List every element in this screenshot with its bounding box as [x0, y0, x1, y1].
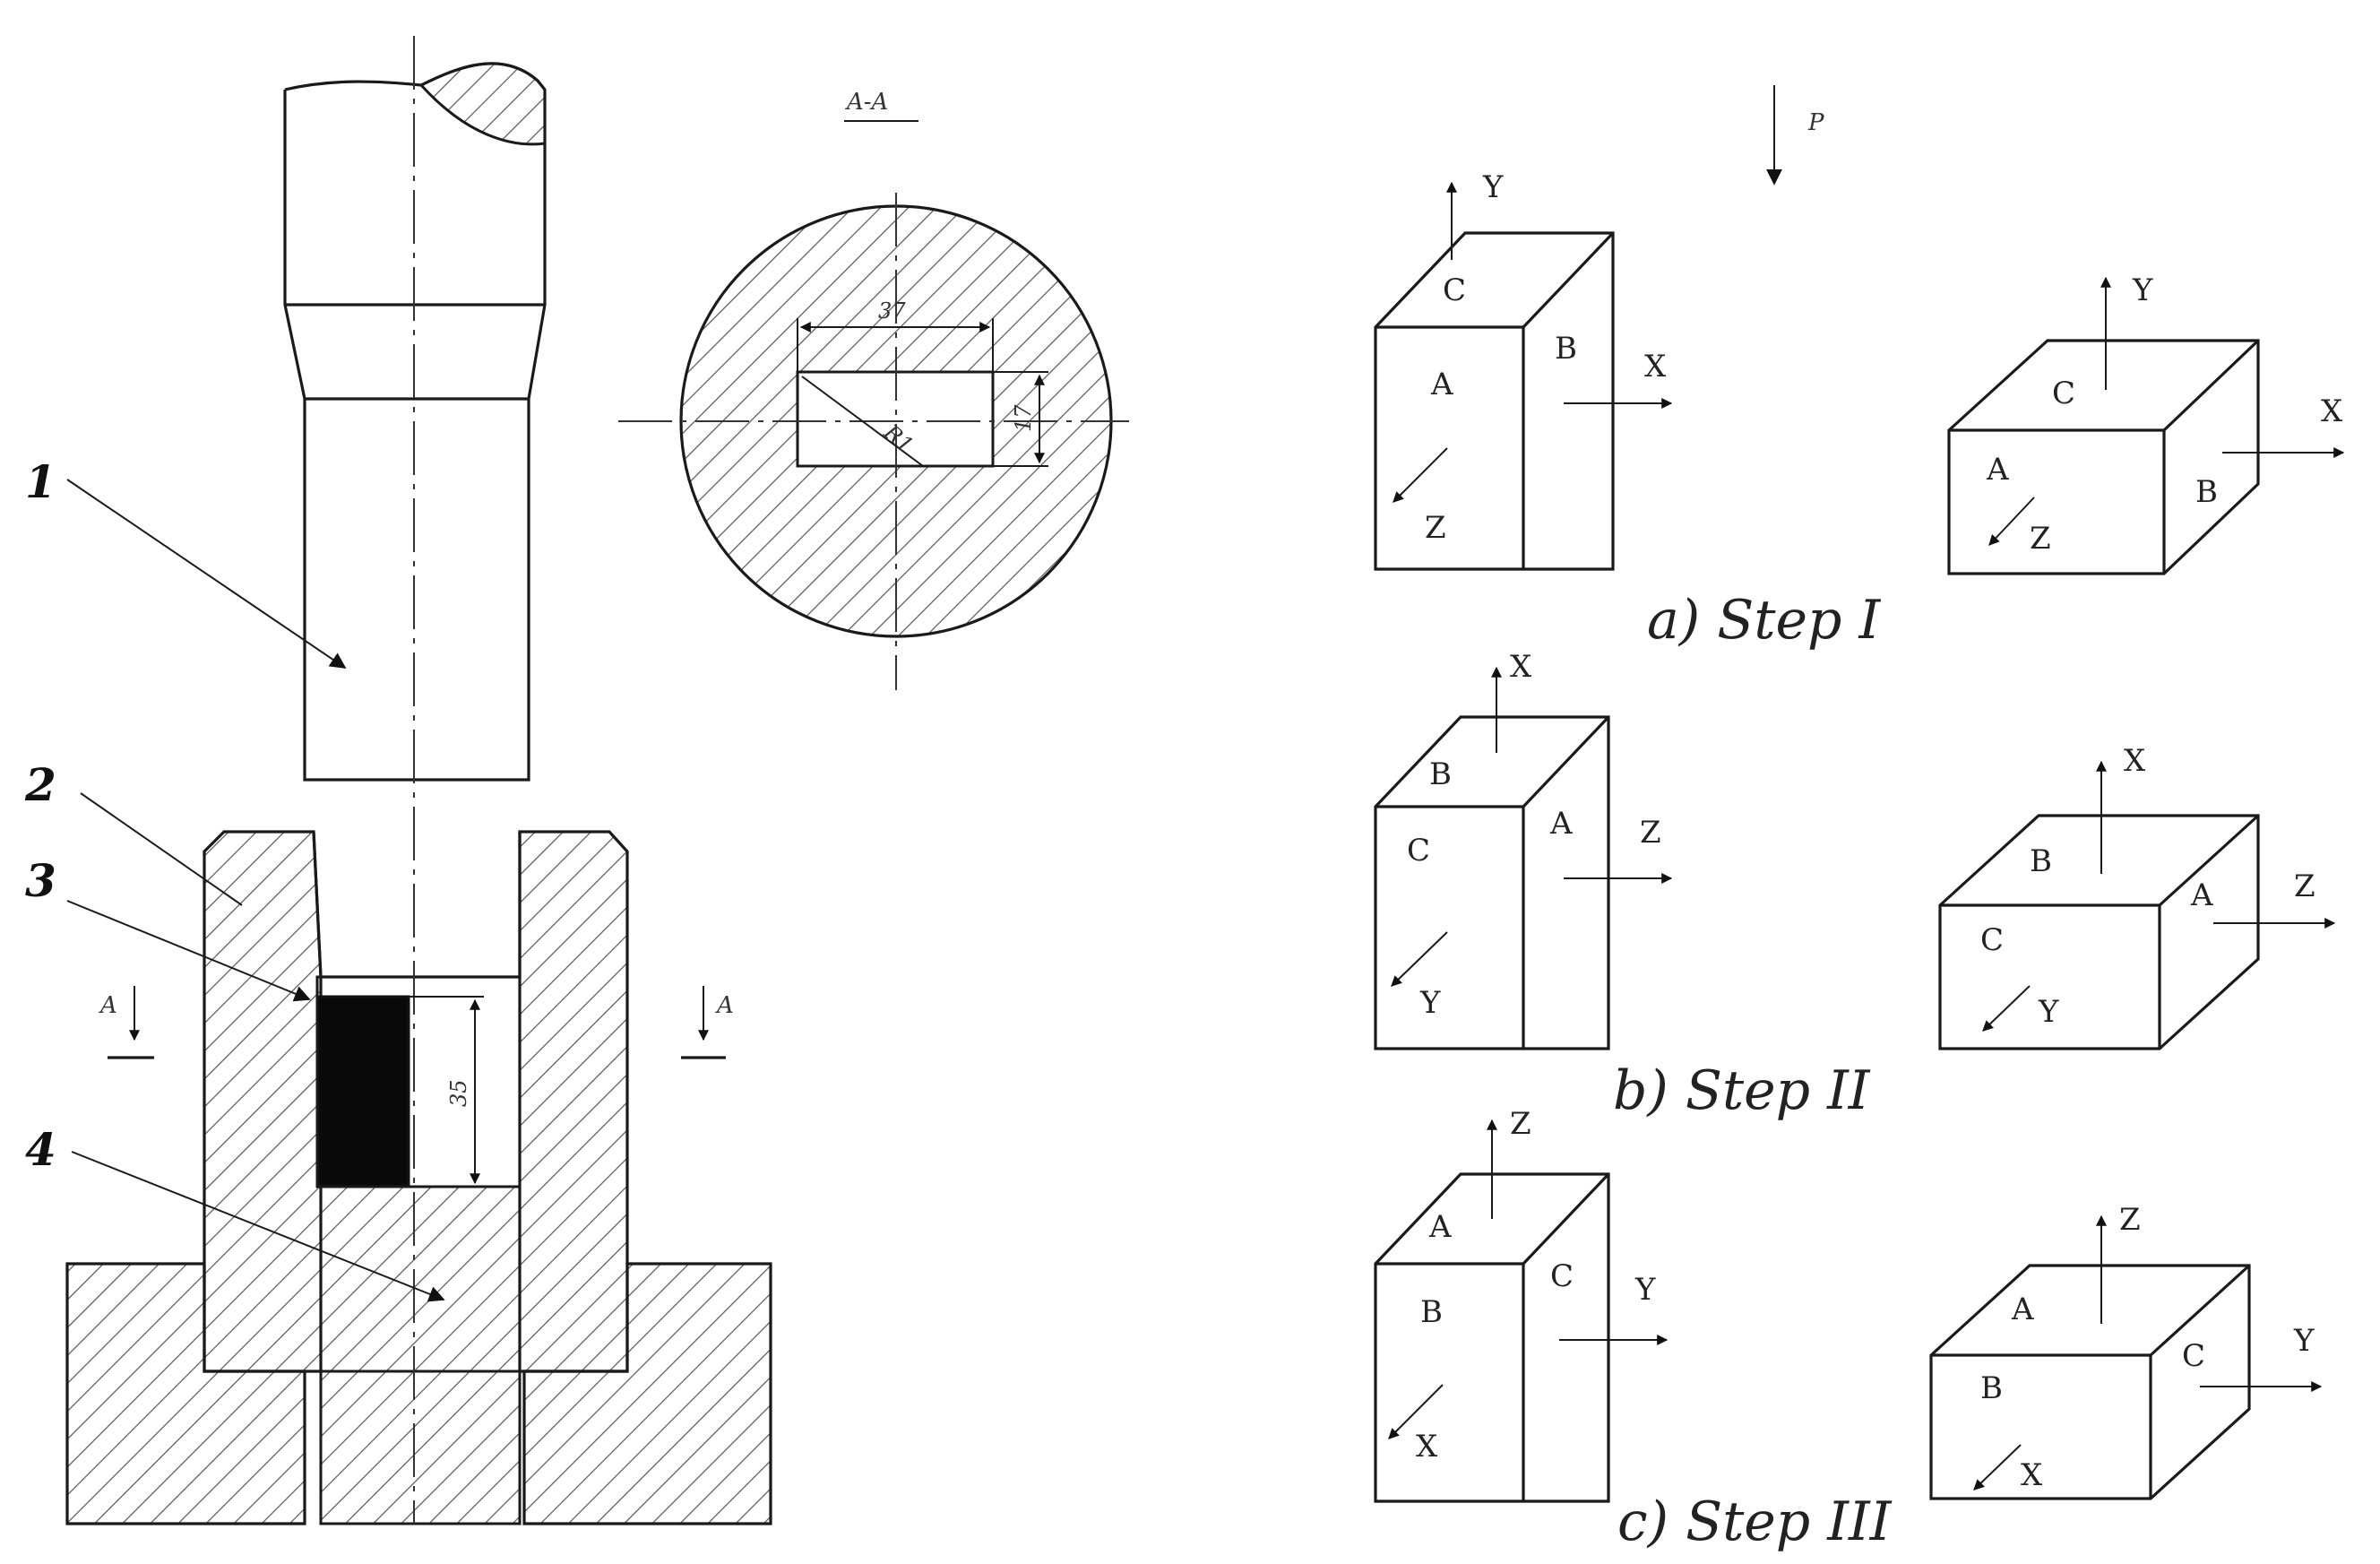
axis-label-depth: Z	[2030, 521, 2051, 557]
callout-1: 1	[25, 455, 56, 508]
face-label-top: B	[1429, 756, 1452, 792]
exit-channel	[319, 1370, 522, 1525]
axis-label-up: Z	[2119, 1202, 2141, 1238]
face-label-side: A	[2190, 877, 2213, 913]
section-label: A-A	[845, 89, 888, 116]
axis-label-up: X	[1510, 649, 1532, 685]
face-label-side: A	[1549, 806, 1573, 842]
axis-label-right: Z	[1640, 815, 1661, 851]
die-body-left-wall	[203, 830, 323, 1373]
section-view: A-A 37 17 R1	[618, 89, 1129, 690]
step-1: C A B Y X Z Y C A B X Z a) Step I	[1374, 169, 2345, 652]
billet	[315, 995, 410, 1188]
leader-4	[71, 1151, 445, 1302]
leader-2	[80, 792, 243, 906]
face-label-side: C	[1550, 1258, 1574, 1294]
block-before: Z A B C Y X	[1374, 1106, 1669, 1503]
axis-label-depth: X	[2021, 1457, 2043, 1493]
block-after: X B C A Z Y	[1938, 743, 2336, 1050]
dimension-label: 37	[878, 298, 906, 324]
step-2: X B C A Z Y X B C A Z Y b) Step II	[1374, 649, 2336, 1122]
block-before: C A B Y X Z	[1374, 169, 1673, 571]
block-after: Z A B C Y X	[1929, 1202, 2323, 1500]
die-channel	[312, 831, 522, 979]
leader-3	[66, 900, 311, 1002]
leader-1	[66, 479, 347, 670]
punch-body	[283, 90, 547, 782]
punch-break-hatch	[418, 62, 547, 146]
die-assembly-drawing: A A 35 1 2 3 4	[24, 36, 772, 1525]
axis-label-up: Z	[1510, 1106, 1531, 1142]
axis-label-right: X	[1644, 349, 1667, 385]
axis-label-right: Y	[2293, 1323, 2315, 1359]
axis-label-right: X	[2321, 393, 2343, 429]
face-label-top: B	[2030, 843, 2052, 879]
face-label-front: C	[1407, 833, 1430, 868]
face-label-top: C	[1443, 272, 1466, 308]
block-before: X B C A Z Y	[1374, 649, 1673, 1050]
callout-2: 2	[24, 758, 56, 811]
block-after: Y C A B X Z	[1947, 272, 2345, 575]
dimension-35: 35	[409, 996, 484, 1188]
callout-3: 3	[25, 854, 56, 907]
face-label-front: B	[1980, 1370, 2003, 1406]
axis-label-right: Z	[2294, 868, 2315, 904]
load-arrow: P	[1766, 85, 1824, 186]
axis-label-up: X	[2124, 743, 2146, 779]
step-caption: b) Step II	[1613, 1059, 1871, 1122]
face-label-front: C	[1980, 922, 2004, 958]
face-label-side: B	[1555, 331, 1577, 367]
axis-label-depth: X	[1416, 1429, 1438, 1465]
counter-punch	[319, 1185, 522, 1373]
axis-label-depth: Y	[1419, 985, 1441, 1021]
callout-4: 4	[25, 1123, 56, 1176]
section-mark-left: A	[99, 986, 154, 1059]
axis-label-up: Y	[1482, 169, 1504, 205]
axis-label-right: Y	[1634, 1272, 1656, 1308]
face-label-top: C	[2052, 376, 2075, 411]
load-label: P	[1807, 109, 1824, 136]
step-3: Z A B C Y X Z A B C Y X c) Step III	[1374, 1106, 2323, 1553]
die-body-right-wall	[518, 830, 629, 1373]
dimension-label: 35	[446, 1079, 471, 1107]
axis-label-depth: Z	[1425, 510, 1446, 546]
face-label-top: A	[1428, 1209, 1452, 1245]
dimension-label: 17	[1011, 404, 1036, 432]
face-label-front: A	[1430, 367, 1453, 402]
face-label-side: B	[2195, 474, 2218, 510]
axis-label-depth: Y	[2038, 994, 2059, 1030]
face-label-top: A	[2011, 1292, 2034, 1327]
step-caption: c) Step III	[1617, 1491, 1893, 1553]
face-label-front: A	[1986, 452, 2009, 488]
face-label-side: C	[2182, 1338, 2205, 1374]
step-caption: a) Step I	[1647, 589, 1881, 652]
axis-label-up: Y	[2132, 272, 2153, 308]
section-mark-label: A	[99, 992, 117, 1019]
section-mark-right: A	[681, 986, 734, 1059]
section-mark-label: A	[715, 992, 734, 1019]
face-label-front: B	[1420, 1294, 1443, 1330]
